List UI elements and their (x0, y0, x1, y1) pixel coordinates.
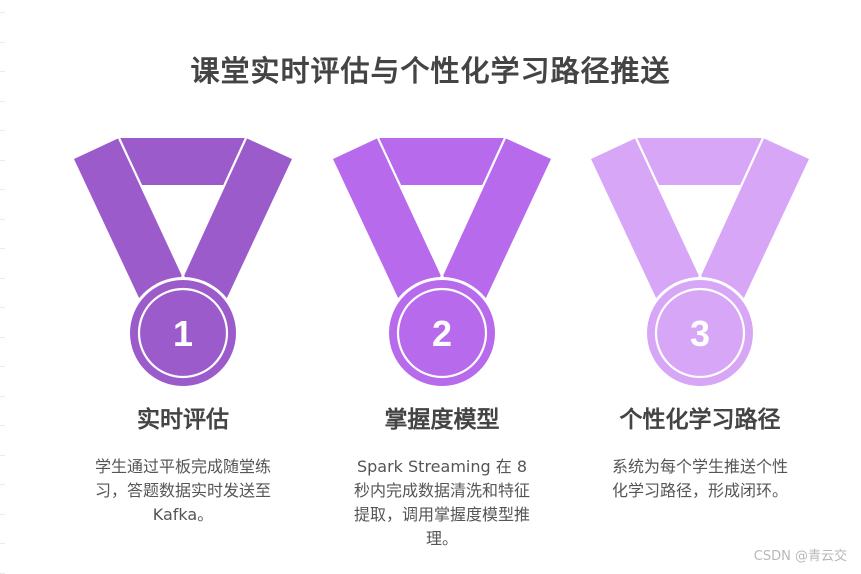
svg-text:1: 1 (173, 313, 193, 354)
step-3: 3 个性化学习路径 系统为每个学生推送个性化学习路径，形成闭环。 (590, 0, 850, 574)
medal-graphic: 3 (591, 137, 809, 389)
watermark: CSDN @青云交 (753, 549, 847, 564)
svg-text:2: 2 (432, 313, 452, 354)
medal-graphic: 1 (74, 137, 292, 389)
step-description: Spark Streaming 在 8 秒内完成数据清洗和特征提取，调用掌握度模… (353, 457, 530, 548)
page-title: 课堂实时评估与个性化学习路径推送 (190, 54, 671, 88)
step-title: 实时评估 (137, 407, 229, 433)
step-description: 学生通过平板完成随堂练习，答题数据实时发送至 Kafka。 (94, 457, 271, 524)
medal-icon: 2 (333, 137, 551, 389)
step-description: 系统为每个学生推送个性化学习路径，形成闭环。 (611, 457, 788, 500)
medal-graphic: 2 (333, 137, 551, 389)
step-1: 1 实时评估 学生通过平板完成随堂练习，答题数据实时发送至 Kafka。 (73, 0, 333, 574)
svg-text:3: 3 (690, 313, 710, 354)
step-2: 2 掌握度模型 Spark Streaming 在 8 秒内完成数据清洗和特征提… (332, 0, 592, 574)
medal-icon: 1 (74, 137, 292, 389)
step-title: 掌握度模型 (384, 407, 500, 433)
step-title: 个性化学习路径 (619, 407, 781, 433)
medal-icon: 3 (591, 137, 809, 389)
left-edge-ticks (0, 0, 6, 574)
